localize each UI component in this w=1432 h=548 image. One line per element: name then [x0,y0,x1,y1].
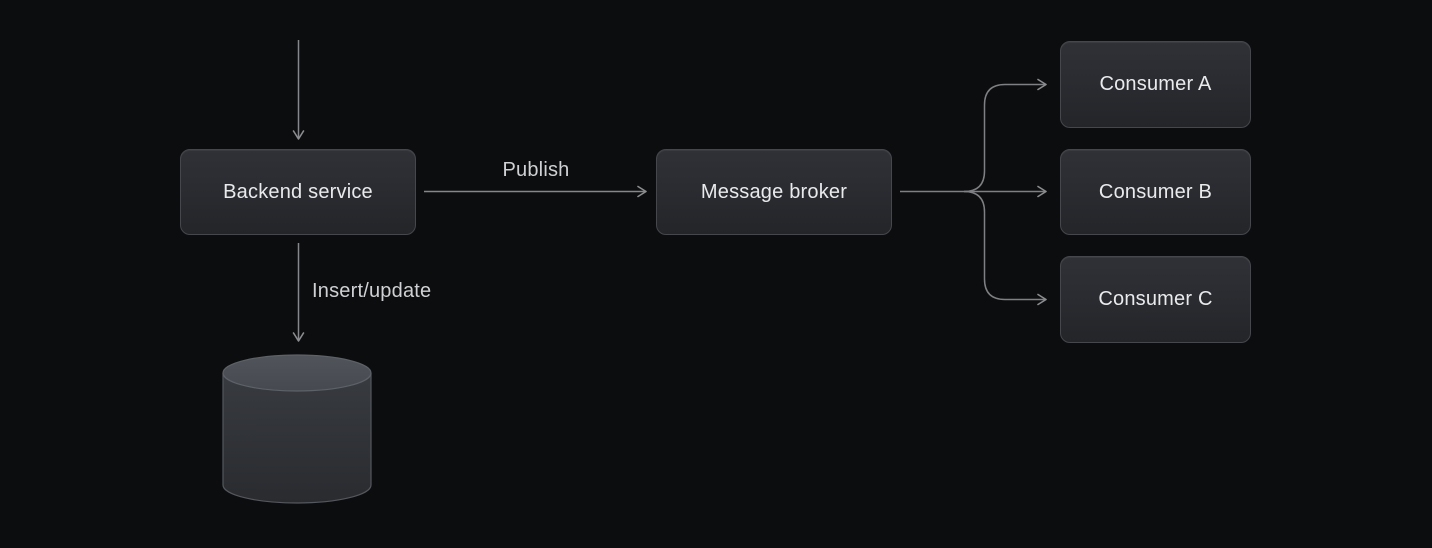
node-backend-service-label: Backend service [223,180,373,203]
node-consumer-b: Consumer B [1060,149,1251,235]
database-cylinder-top [222,354,372,392]
database-cylinder-icon [222,354,372,504]
node-consumer-a: Consumer A [1060,41,1251,128]
node-consumer-c: Consumer C [1060,256,1251,343]
broker-to-consumer-a-arrow [963,78,1047,193]
node-backend-service: Backend service [180,149,416,235]
node-message-broker-label: Message broker [700,180,848,203]
broker-to-consumer-c-arrow [963,190,1047,306]
insert-update-edge-label: Insert/update [312,280,432,302]
node-consumer-b-label: Consumer B [1098,180,1213,203]
node-consumer-a-label: Consumer A [1099,73,1212,95]
publish-edge-label: Publish [502,159,570,181]
node-message-broker: Message broker [656,149,892,235]
node-consumer-c-label: Consumer C [1098,288,1213,310]
database-cylinder-body [222,373,372,504]
